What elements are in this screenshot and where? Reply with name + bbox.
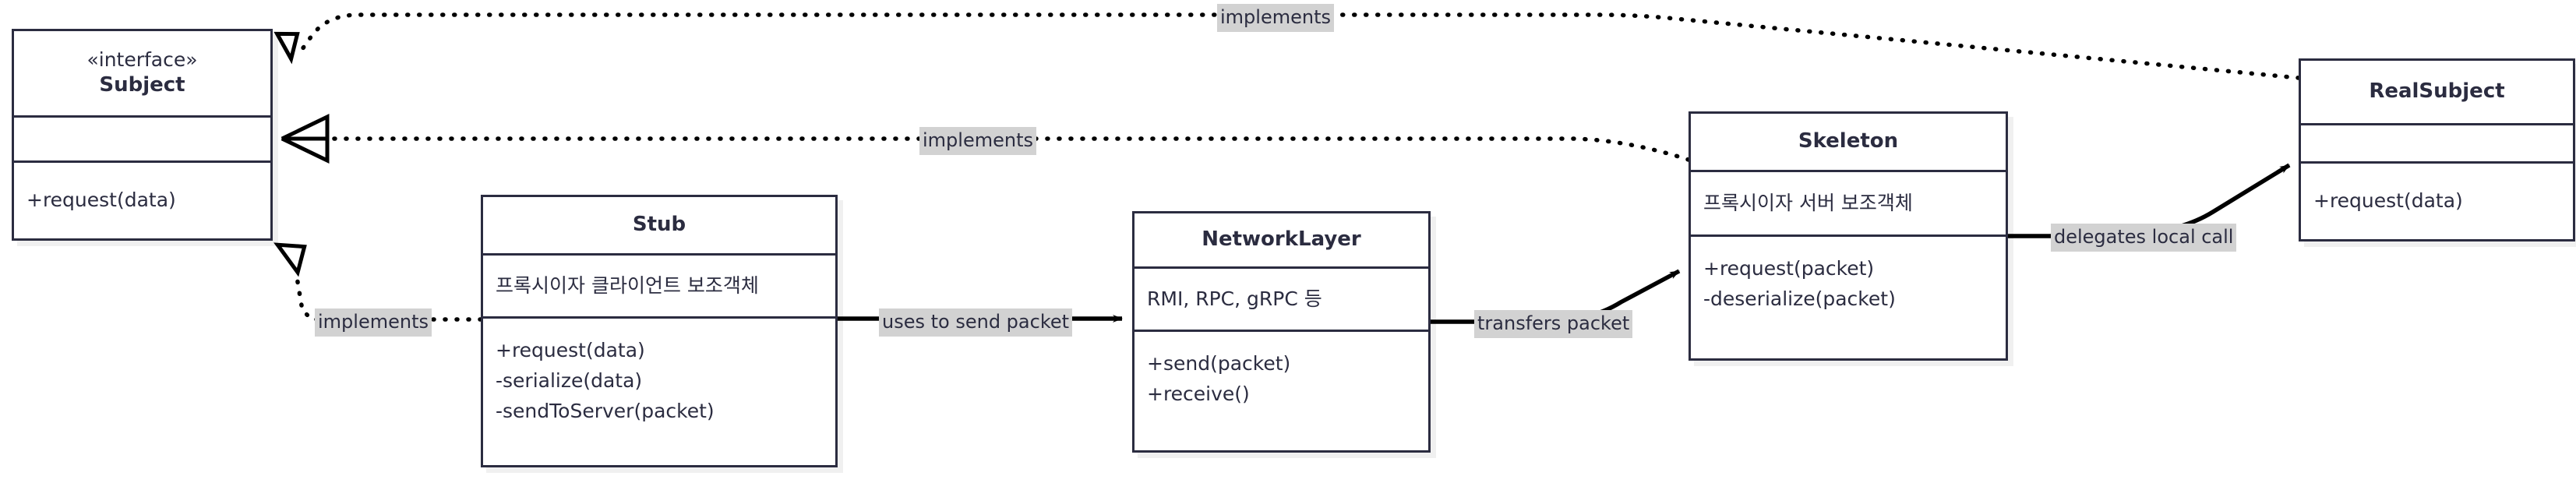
class-separator (2301, 123, 2573, 125)
class-separator (1134, 330, 1428, 332)
operation-item: +request(packet) (1703, 257, 1875, 280)
class-separator (1691, 170, 2006, 172)
attribute-item: 프록시이자 클라이언트 보조객체 (496, 273, 759, 297)
class-separator (1691, 234, 2006, 237)
operation-item: +request(data) (496, 339, 645, 361)
class-name-subject: Subject (99, 72, 185, 97)
class-separator (14, 160, 270, 163)
class-box-network-layer[interactable]: NetworkLayer RMI, RPC, gRPC 등 +send(pack… (1132, 211, 1431, 453)
attribute-item: 프록시이자 서버 보조객체 (1703, 191, 1913, 214)
class-box-stub[interactable]: Stub 프록시이자 클라이언트 보조객체 +request(data) -se… (481, 195, 838, 467)
edge-stub-implements-subject (273, 242, 483, 322)
class-title-skeleton: Skeleton (1691, 114, 2006, 170)
class-name-real-subject: RealSubject (2369, 79, 2505, 104)
operation-item: -serialize(data) (496, 368, 643, 392)
class-title-stub: Stub (483, 197, 835, 253)
class-attributes-real-subject (2301, 125, 2573, 161)
edge-label-skeleton-delegates-realsubject: delegates local call (2051, 224, 2237, 252)
class-operations-stub: +request(data) -serialize(data) -sendToS… (483, 319, 835, 465)
class-separator (2301, 161, 2573, 164)
edge-label-networklayer-transfers-skeleton: transfers packet (1474, 310, 1633, 339)
edge-label-realsubject-implements-subject: implements (1217, 4, 1334, 33)
class-stereotype-subject: «interface» (86, 48, 198, 72)
class-separator (1134, 266, 1428, 269)
attribute-item: RMI, RPC, gRPC 등 (1147, 287, 1322, 310)
operation-item: -deserialize(packet) (1703, 287, 1896, 310)
class-operations-subject: +request(data) (14, 163, 270, 238)
edge-skeleton-implements-subject (281, 114, 1691, 164)
class-attributes-stub: 프록시이자 클라이언트 보조객체 (483, 256, 835, 316)
class-title-subject: «interface» Subject (14, 31, 270, 115)
class-name-stub: Stub (632, 213, 686, 237)
class-box-real-subject[interactable]: RealSubject +request(data) (2299, 58, 2575, 242)
class-name-skeleton: Skeleton (1798, 129, 1899, 153)
edge-label-skeleton-implements-subject: implements (919, 127, 1036, 156)
class-separator (483, 316, 835, 319)
class-box-skeleton[interactable]: Skeleton 프록시이자 서버 보조객체 +request(packet) … (1689, 111, 2008, 361)
class-box-subject[interactable]: «interface» Subject +request(data) (12, 29, 273, 241)
class-separator (14, 115, 270, 118)
class-attributes-network-layer: RMI, RPC, gRPC 등 (1134, 269, 1428, 330)
operation-item: -sendToServer(packet) (496, 399, 715, 422)
operation-item: +send(packet) (1147, 352, 1291, 375)
edge-label-stub-uses-networklayer: uses to send packet (879, 308, 1073, 337)
class-operations-real-subject: +request(data) (2301, 164, 2573, 239)
class-attributes-subject (14, 118, 270, 160)
edge-realsubject-implements-subject (273, 12, 2301, 80)
operation-item: +request(data) (26, 189, 176, 212)
operation-item: +request(data) (2313, 189, 2463, 213)
class-name-network-layer: NetworkLayer (1202, 227, 1361, 252)
class-operations-network-layer: +send(packet) +receive() (1134, 332, 1428, 450)
class-title-network-layer: NetworkLayer (1134, 213, 1428, 266)
class-attributes-skeleton: 프록시이자 서버 보조객체 (1691, 172, 2006, 234)
edge-label-stub-implements-subject: implements (315, 308, 432, 337)
operation-item: +receive() (1147, 382, 1250, 405)
class-title-real-subject: RealSubject (2301, 61, 2573, 123)
class-operations-skeleton: +request(packet) -deserialize(packet) (1691, 237, 2006, 358)
class-separator (483, 253, 835, 256)
